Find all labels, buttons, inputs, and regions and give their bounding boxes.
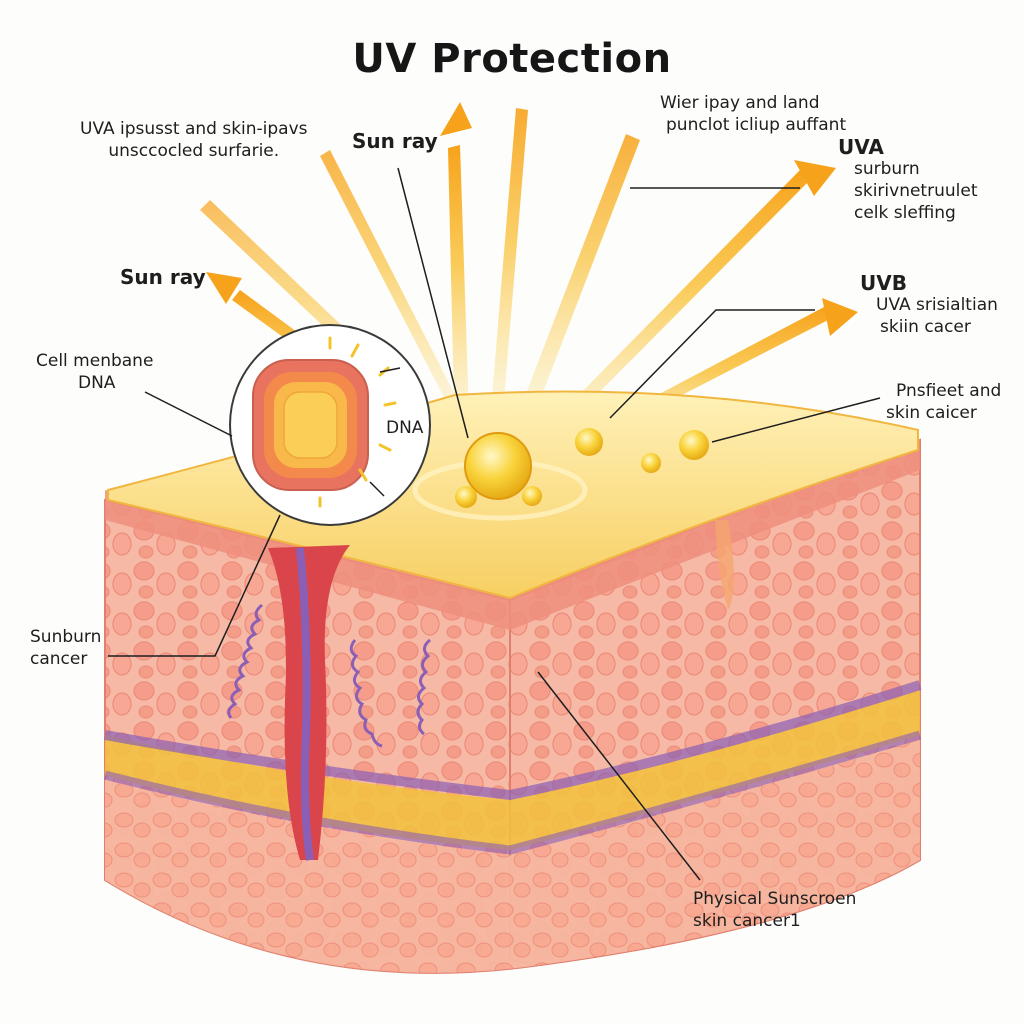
nerve-coils	[227, 603, 431, 748]
leader-lines	[108, 167, 881, 881]
sunburn-line-1: Sunburn	[30, 627, 102, 647]
physical-sunscreen-label: Physical Sunscroen skin cancer1	[693, 888, 856, 932]
sunburn-label: Sunburn cancer	[30, 626, 101, 670]
dna-inset-label: DNA	[386, 418, 424, 438]
right-mid-label: Pnsfieet and skin caicer	[880, 380, 1001, 424]
uva-heading: UVA	[838, 135, 884, 159]
uvb-line-2: skiin cacer	[880, 317, 971, 337]
top-right-label: Wier ipay and land punclot icliup auffan…	[660, 92, 846, 136]
uva-line-1: surburn	[854, 159, 920, 179]
cell-membrane-label: Cell menbane DNA	[36, 350, 153, 394]
uvb-line-1: UVA srisialtian	[876, 295, 998, 315]
sunscreen-particles	[455, 428, 709, 508]
top-left-label: UVA ipsusst and skin-ipavs unsccocled su…	[80, 118, 308, 162]
right-mid-line-1: Pnsfieet and	[896, 381, 1002, 401]
cell-inset	[229, 324, 431, 526]
top-right-line-1: Wier ipay and land	[660, 93, 820, 113]
uvb-label: UVB UVA srisialtian skiin cacer	[860, 272, 998, 338]
right-mid-line-2: skin caicer	[886, 403, 977, 423]
physical-line-1: Physical Sunscroen	[693, 889, 857, 909]
uva-line-3: celk sleffing	[854, 203, 956, 223]
page-title: UV Protection	[352, 36, 672, 82]
sunburn-line-2: cancer	[30, 649, 88, 669]
top-left-line-2: unsccocled surfarie.	[108, 141, 280, 161]
uva-label: UVA surburn skirivnetruulet celk sleffin…	[838, 136, 977, 224]
cell-membrane-line-2: DNA	[78, 373, 116, 393]
uva-line-2: skirivnetruulet	[854, 181, 978, 201]
cell-membrane-line-1: Cell menbane	[36, 351, 154, 371]
sun-ray-left-label: Sun ray	[120, 265, 206, 289]
uvb-heading: UVB	[860, 271, 907, 295]
sun-ray-top-label: Sun ray	[352, 129, 438, 153]
top-right-line-2: punclot icliup auffant	[666, 115, 847, 135]
top-left-line-1: UVA ipsusst and skin-ipavs	[80, 119, 308, 139]
physical-line-2: skin cancer1	[693, 911, 801, 931]
hair-follicle	[268, 520, 734, 861]
